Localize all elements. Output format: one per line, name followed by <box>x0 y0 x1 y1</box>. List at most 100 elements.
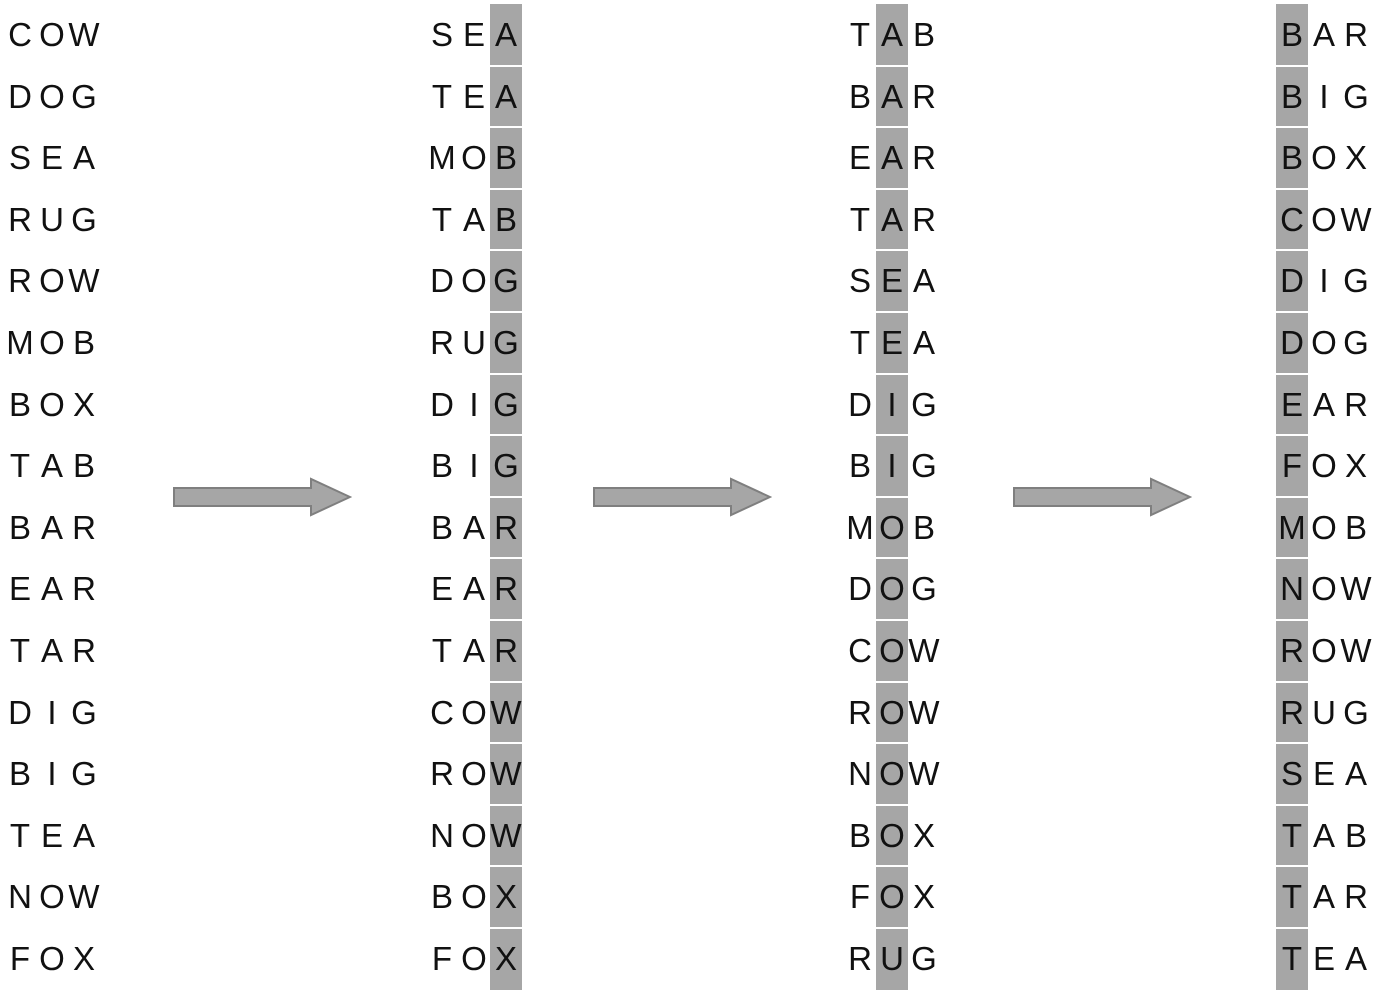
word-letter: B <box>912 508 935 546</box>
word-letter: R <box>912 200 936 238</box>
word-letter: T <box>9 816 31 854</box>
word-letter: T <box>849 200 871 238</box>
highlight-separator <box>1276 680 1308 683</box>
word-letter: G <box>71 755 97 793</box>
highlight-separator <box>490 434 522 437</box>
word-letter: O <box>39 16 65 53</box>
word-letter: E <box>462 16 485 53</box>
word-letter: T <box>849 324 871 361</box>
word-letter: X <box>494 940 517 977</box>
highlight-separator <box>490 311 522 313</box>
word-letter: O <box>879 878 905 916</box>
word-letter: O <box>39 262 65 300</box>
word-letter: X <box>1344 447 1367 485</box>
word-letter: G <box>493 447 519 485</box>
highlight-separator <box>490 927 522 929</box>
word-letter: O <box>879 508 905 546</box>
highlight-separator <box>1276 619 1308 621</box>
word-letter: R <box>430 324 454 361</box>
word-letter: O <box>39 324 65 361</box>
highlight-separator <box>1276 803 1308 806</box>
word-letter: T <box>1281 940 1303 977</box>
word-letter: C <box>430 693 454 731</box>
word-letter: E <box>40 816 63 854</box>
word-letter: E <box>462 77 485 115</box>
word-letter: B <box>430 508 453 546</box>
highlight-separator <box>1276 126 1308 129</box>
word-letter: N <box>1280 570 1304 608</box>
word-letter: W <box>908 693 940 731</box>
word-letter: O <box>39 77 65 115</box>
word-letter: O <box>1311 447 1337 485</box>
word-letter: C <box>8 16 32 53</box>
word-letter: F <box>431 940 453 977</box>
word-letter: S <box>8 139 31 177</box>
highlight-separator <box>490 680 522 683</box>
word-letter: R <box>494 508 518 546</box>
word-letter: E <box>880 324 903 361</box>
word-letter: N <box>8 878 32 916</box>
word-letter: A <box>40 508 63 546</box>
word-letter: W <box>490 693 522 731</box>
highlight-separator <box>876 865 908 868</box>
word-letter: A <box>462 570 485 608</box>
word-letter: I <box>469 385 479 423</box>
word-letter: A <box>40 447 63 485</box>
word-letter: U <box>880 940 904 977</box>
word-letter: W <box>1340 570 1372 608</box>
word-letter: T <box>1281 878 1303 916</box>
word-letter: S <box>1280 755 1303 793</box>
word-letter: O <box>1311 139 1337 177</box>
word-letter: B <box>494 139 517 177</box>
highlight-separator <box>876 680 908 683</box>
word-letter: G <box>1343 324 1369 361</box>
highlight-separator <box>1276 434 1308 437</box>
word-letter: E <box>430 570 453 608</box>
highlight-separator <box>876 619 908 621</box>
word-letter: B <box>912 16 935 53</box>
highlight-separator <box>490 495 522 498</box>
word-letter: U <box>462 324 486 361</box>
word-letter: W <box>490 816 522 854</box>
word-letter: G <box>493 385 519 423</box>
highlight-separator <box>1276 187 1308 190</box>
word-letter: B <box>1344 508 1367 546</box>
word-letter: A <box>880 16 903 53</box>
word-letter: E <box>1312 755 1335 793</box>
word-letter: G <box>911 940 937 977</box>
word-letter: A <box>494 16 517 53</box>
word-letter: R <box>494 632 518 669</box>
word-letter: O <box>1311 570 1337 608</box>
word-letter: O <box>461 755 487 793</box>
word-letter: I <box>1319 77 1329 115</box>
word-letter: G <box>911 570 937 608</box>
highlight-separator <box>1276 495 1308 498</box>
highlight-separator <box>1276 64 1308 67</box>
word-letter: T <box>9 447 31 485</box>
highlight-separator <box>876 927 908 929</box>
word-letter: M <box>6 324 34 361</box>
word-letter: M <box>1278 508 1306 546</box>
word-letter: O <box>879 693 905 731</box>
word-letter: O <box>461 262 487 300</box>
